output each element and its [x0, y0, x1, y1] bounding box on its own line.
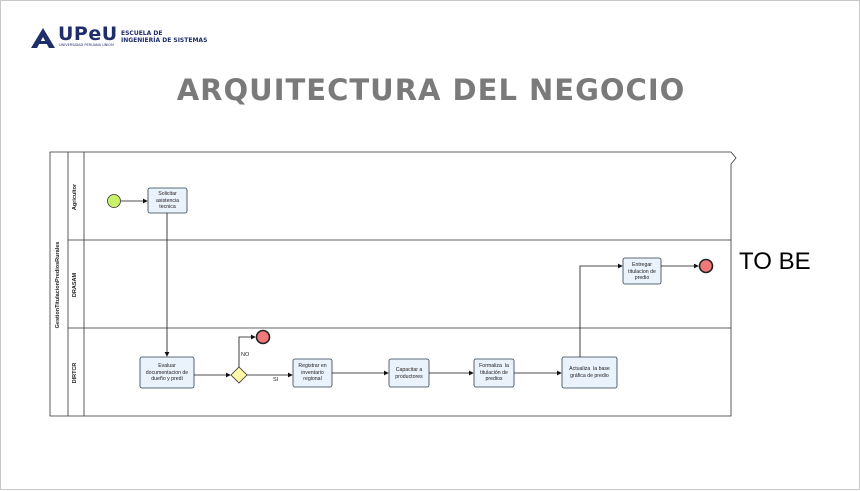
task-label-solicitar: Solicitar asistencia tecnica [155, 191, 180, 210]
lane-label-dirtcr: DIRTCR [72, 362, 78, 384]
gateway-label-si: SI [273, 377, 279, 383]
exclusive-gateway[interactable] [230, 366, 248, 384]
task-solicitar-asistencia[interactable] [147, 187, 188, 214]
gateway-label-no: NO [241, 352, 250, 358]
pool-border [49, 151, 737, 417]
task-label-registrar: Registrar en inventario regional [298, 363, 327, 382]
school-line1: ESCUELA DE [121, 30, 163, 37]
logo-text: UPeU [58, 23, 118, 45]
task-label-evaluar: Evaluar documentacion de dueño y predi [145, 363, 189, 382]
slide-title: ARQUITECTURA DEL NEGOCIO [176, 73, 686, 107]
logo-subtext: UNIVERSIDAD PERUANA UNIÓN [59, 43, 114, 47]
task-label-capacitar: Capacitar a productores [395, 367, 423, 380]
flow-gateway-no-to-end [238, 334, 256, 367]
end-event-no[interactable] [255, 329, 271, 345]
lane-label-drasam: DRASAM [72, 272, 78, 298]
end-event-final[interactable] [698, 258, 714, 274]
task-label-formaliza: Formaliza la titulación de predios [479, 363, 509, 382]
school-name: ESCUELA DE INGENIERÍA DE SISTEMAS [121, 30, 207, 44]
task-label-actualiza: Actualiza la base gráfica de predio [569, 366, 610, 379]
task-evaluar-documentacion[interactable] [139, 356, 195, 389]
lane-label-agricultor: Agricultor [72, 183, 78, 211]
start-event[interactable] [107, 194, 121, 208]
school-line2: INGENIERÍA DE SISTEMAS [121, 37, 208, 44]
to-be-label: TO BE [739, 248, 811, 275]
task-label-entregar: Entregar titulacion de predio [628, 262, 656, 281]
flow-actualiza-to-entregar [579, 263, 623, 357]
task-actualiza-base-grafica[interactable] [561, 356, 618, 389]
task-entregar-titulacion[interactable] [622, 257, 662, 285]
upeu-logo-mark [31, 28, 55, 48]
pool-label: GestionTitulacionPrediosRurales [55, 241, 61, 329]
